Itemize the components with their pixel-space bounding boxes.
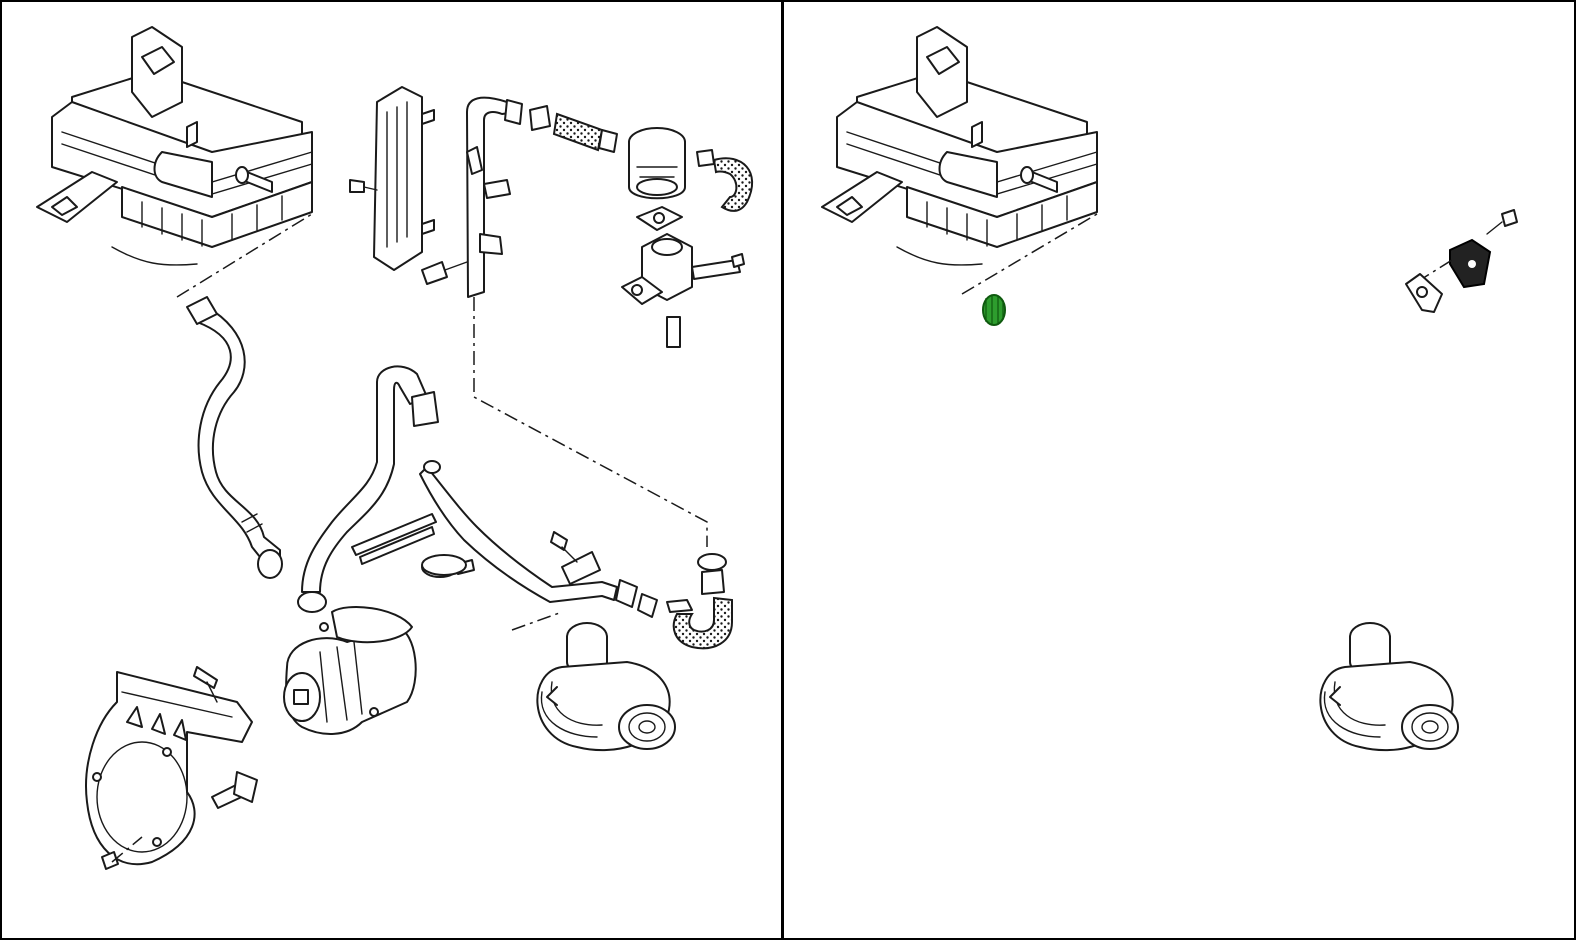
short-hose: [552, 112, 604, 152]
heat-shield: [373, 86, 435, 271]
combi-valve-pipe: [419, 460, 693, 618]
panel-partial-assembly: [821, 26, 1518, 752]
air-filter-housing: [36, 26, 313, 267]
secondary-air-pump: [283, 591, 417, 735]
pump-bracket: [85, 666, 258, 870]
bolt: [1501, 209, 1518, 227]
elbow-hose: [672, 596, 733, 650]
hose-clamp: [529, 105, 551, 131]
hose-clamp: [701, 569, 725, 595]
green-cap-icon[interactable]: [982, 294, 1006, 326]
combination-valve: [628, 127, 686, 200]
turbocharger: [536, 622, 676, 752]
leader-line: [511, 611, 563, 631]
hose-clamp: [598, 129, 618, 153]
bolt: [666, 316, 681, 348]
vertical-pipe: [466, 96, 523, 298]
hose-clamp-band: [421, 554, 467, 576]
panel-divider: [781, 2, 784, 938]
valve-flange: [641, 233, 745, 301]
bolt: [349, 179, 365, 193]
air-filter-housing: [821, 26, 1098, 267]
curved-hose: [712, 157, 754, 212]
turbocharger: [1319, 622, 1459, 752]
panel-full-assembly: [36, 26, 754, 870]
intake-hose: [186, 296, 283, 579]
bolt: [421, 261, 448, 285]
